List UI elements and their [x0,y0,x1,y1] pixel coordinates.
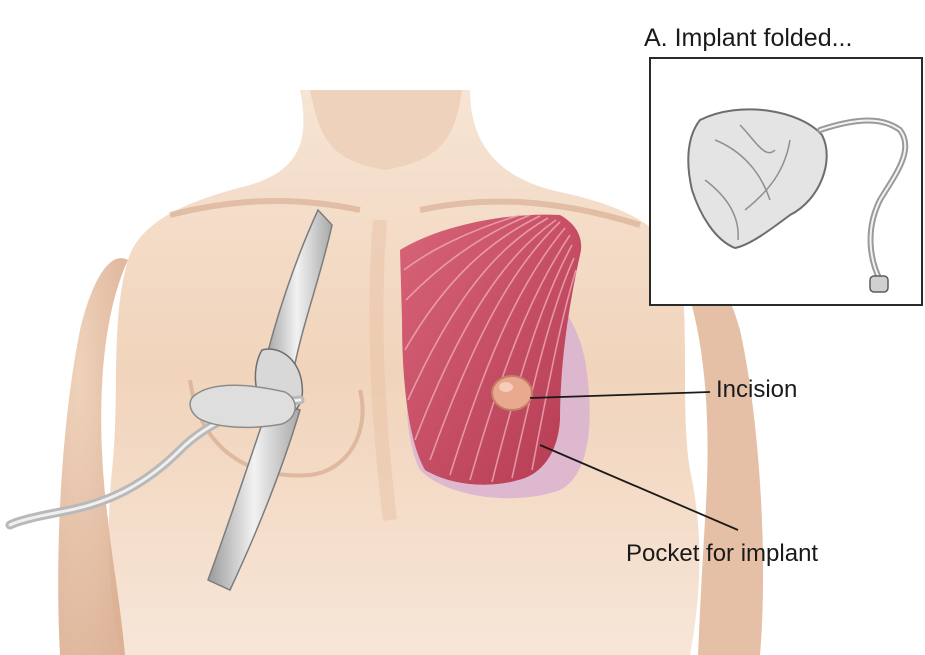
folded-implant-in-hand [190,385,295,427]
inset-title: A. Implant folded... [644,24,852,53]
pocket-label: Pocket for implant [626,540,818,568]
incision-highlight [499,382,513,392]
incision [492,376,532,410]
incision-label: Incision [716,376,797,404]
inset-tube-valve [870,276,888,292]
